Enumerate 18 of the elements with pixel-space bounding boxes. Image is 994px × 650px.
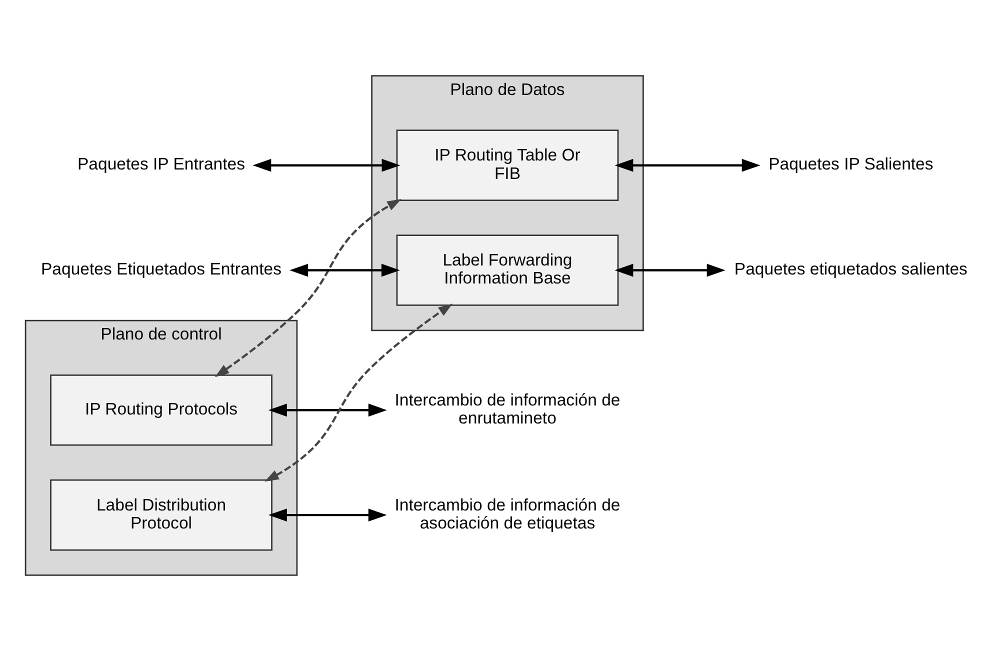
- node-text: Paquetes IP Entrantes: [78, 154, 245, 174]
- arrow: [614, 263, 726, 276]
- arrow: [614, 158, 760, 172]
- node-box: IP Routing Protocols: [50, 374, 272, 446]
- node-box: Label Distribution Protocol: [50, 478, 272, 550]
- arrow: [264, 303, 453, 482]
- node-text: Intercambio de información de asociación de etiquetas: [394, 494, 620, 532]
- node-box: Label Forwarding Information Base: [396, 234, 619, 306]
- node-text: Paquetes IP Salientes: [768, 154, 934, 174]
- arrow: [214, 198, 402, 377]
- arrow: [290, 263, 400, 276]
- arrow: [268, 403, 387, 416]
- node-text: Intercambio de información de enrutamineto: [394, 390, 620, 428]
- arrow: [268, 508, 387, 522]
- node-text: Paquetes Etiquetados Entrantes: [41, 259, 282, 278]
- arrow: [252, 158, 400, 172]
- node-box: IP Routing Table Or FIB: [396, 129, 619, 200]
- node-text: Paquetes etiquetados salientes: [734, 259, 968, 278]
